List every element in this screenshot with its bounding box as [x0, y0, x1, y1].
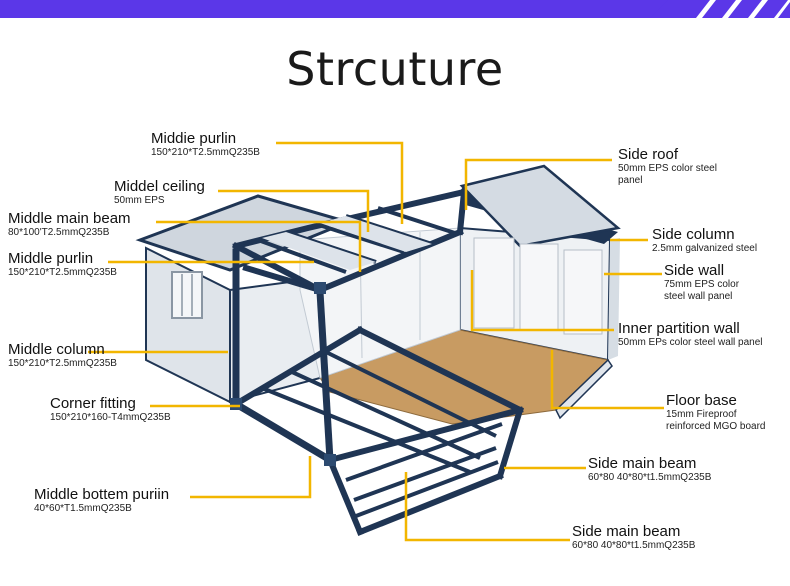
label-spec: panel — [618, 175, 643, 186]
label-spec: reinforced MGO board — [666, 421, 766, 432]
label-spec: 150*210*T2.5mmQ235B — [8, 358, 117, 369]
label-middle-purlin-top: Middie purlin 150*210*T2.5mmQ235B — [151, 130, 260, 159]
label-spec: 2.5mm galvanized steel — [652, 243, 758, 254]
label-side-column: Side column 2.5mm galvanized steel — [652, 226, 757, 255]
label-name: Inner partition wall — [618, 320, 740, 337]
label-name: Side main beam — [572, 523, 681, 540]
label-name: Corner fitting — [50, 395, 136, 412]
label-side-roof: Side roof 50mm EPS color steel panel — [618, 146, 717, 187]
label-spec: 50mm EPs color steel wall panel — [618, 337, 763, 348]
leader-lines — [88, 141, 664, 542]
label-middle-column: Middle column 150*210*T2.5mmQ235B — [8, 341, 117, 370]
label-spec: 40*60*T1.5mmQ235B — [34, 503, 132, 514]
label-name: Side roof — [618, 146, 679, 163]
label-spec: 60*80 40*80*t1.5mmQ235B — [588, 472, 712, 483]
label-middle-bottom-purlin: Middle bottem puriin 40*60*T1.5mmQ235B — [34, 486, 169, 515]
label-corner-fitting: Corner fitting 150*210*160-T4mmQ235B — [50, 395, 171, 424]
label-spec: 80*100'T2.5mmQ235B — [8, 227, 110, 238]
label-side-main-beam-1: Side main beam 60*80 40*80*t1.5mmQ235B — [588, 455, 711, 484]
label-spec: 75mm EPS color — [664, 279, 740, 290]
label-floor-base: Floor base 15mm Fireproof reinforced MGO… — [666, 392, 766, 433]
label-middle-main-beam: Middle main beam 80*100'T2.5mmQ235B — [8, 210, 131, 239]
label-side-main-beam-2: Side main beam 60*80 40*80*t1.5mmQ235B — [572, 523, 695, 552]
label-spec: 150*210*T2.5mmQ235B — [8, 267, 117, 278]
label-name: Middle purlin — [8, 250, 94, 267]
label-side-wall: Side wall 75mm EPS color steel wall pane… — [664, 262, 739, 303]
label-spec: 50mm EPS — [114, 195, 165, 206]
label-name: Middle column — [8, 341, 105, 358]
label-name: Middel ceiling — [114, 178, 205, 195]
label-name: Middle bottem puriin — [34, 486, 170, 503]
label-name: Middie purlin — [151, 130, 237, 147]
header-stripes — [650, 0, 790, 18]
header-bar — [0, 0, 790, 18]
label-name: Side column — [652, 226, 735, 243]
label-inner-partition-wall: Inner partition wall 50mm EPs color stee… — [618, 320, 763, 349]
label-middle-purlin: Middle purlin 150*210*T2.5mmQ235B — [8, 250, 117, 279]
label-spec: 150*210*160-T4mmQ235B — [50, 412, 171, 423]
label-spec: steel wall panel — [664, 291, 733, 302]
label-spec: 60*80 40*80*t1.5mmQ235B — [572, 540, 696, 551]
label-name: Side wall — [664, 262, 725, 279]
label-name: Middle main beam — [8, 210, 131, 227]
label-spec: 15mm Fireproof — [666, 409, 737, 420]
label-spec: 150*210*T2.5mmQ235B — [151, 147, 260, 158]
right-module — [459, 164, 621, 362]
page-title: Strcuture — [286, 42, 504, 96]
label-spec: 50mm EPS color steel — [618, 163, 717, 174]
label-name: Side main beam — [588, 455, 697, 472]
label-name: Floor base — [666, 392, 737, 409]
label-middle-ceiling: Middel ceiling 50mm EPS — [114, 178, 205, 207]
